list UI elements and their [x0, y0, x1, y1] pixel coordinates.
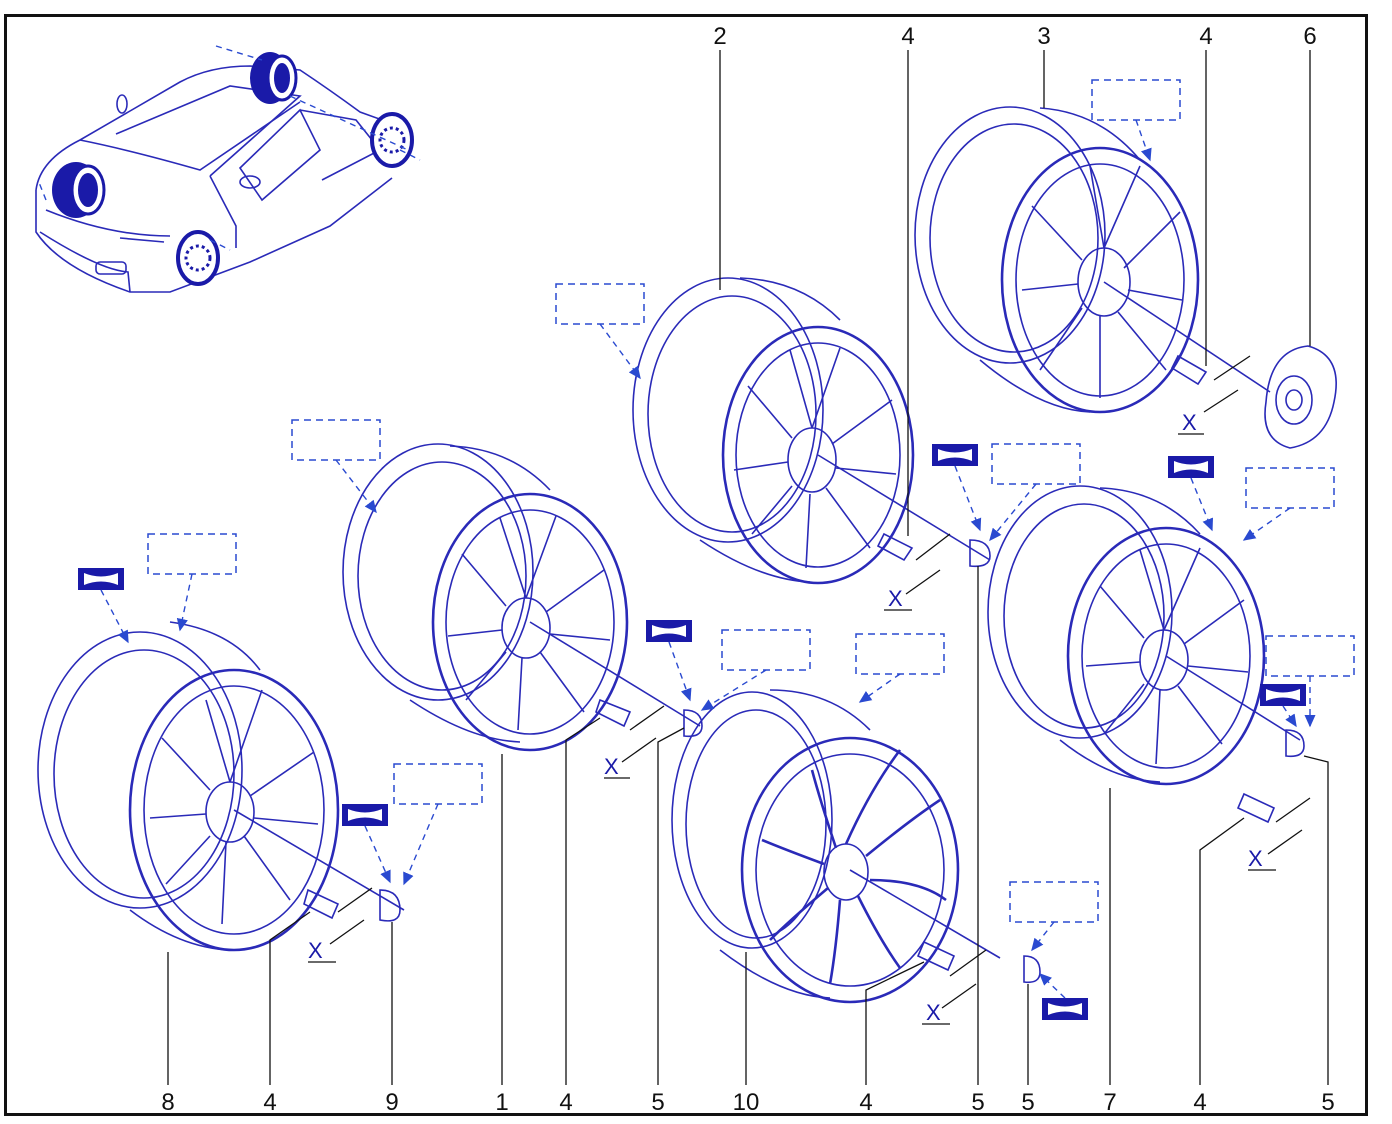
x-label: X — [604, 754, 619, 779]
callout-10: 10 — [733, 1089, 760, 1116]
x-label: X — [888, 586, 903, 611]
callout-8: 8 — [161, 1089, 174, 1116]
car-overview-icon — [35, 45, 421, 293]
callout-4: 4 — [559, 1089, 572, 1116]
callout-4: 4 — [1193, 1089, 1206, 1116]
callout-1: 1 — [495, 1089, 508, 1116]
x-label: X — [926, 1000, 941, 1025]
callout-5: 5 — [1321, 1089, 1334, 1116]
leader-lines — [167, 50, 1329, 1085]
tyre-pictogram-icon — [78, 444, 1306, 1020]
callout-3: 3 — [1037, 23, 1050, 50]
callout-4: 4 — [1199, 23, 1212, 50]
wheel-icon — [37, 106, 1266, 1004]
callout-4: 4 — [859, 1089, 872, 1116]
callout-4: 4 — [901, 23, 914, 50]
x-label: X — [1182, 410, 1197, 435]
x-label: X — [308, 938, 323, 963]
x-label: X — [1248, 846, 1263, 871]
diagram-frame — [4, 14, 1368, 1116]
callout-5: 5 — [971, 1089, 984, 1116]
bolt-icon — [303, 354, 1305, 984]
callout-9: 9 — [385, 1089, 398, 1116]
hub-cap-icon — [1264, 345, 1337, 449]
callout-5: 5 — [651, 1089, 664, 1116]
dashed-label-boxes — [147, 79, 1355, 952]
callout-2: 2 — [713, 23, 726, 50]
callout-5: 5 — [1021, 1089, 1034, 1116]
callout-4: 4 — [263, 1089, 276, 1116]
callout-numbers: 2 4 3 4 6 8 4 9 1 4 5 10 4 5 5 7 4 5 — [161, 23, 1334, 1116]
x-dimension-labels: X X X X X X — [308, 410, 1263, 1025]
callout-6: 6 — [1303, 23, 1316, 50]
callout-7: 7 — [1103, 1089, 1116, 1116]
